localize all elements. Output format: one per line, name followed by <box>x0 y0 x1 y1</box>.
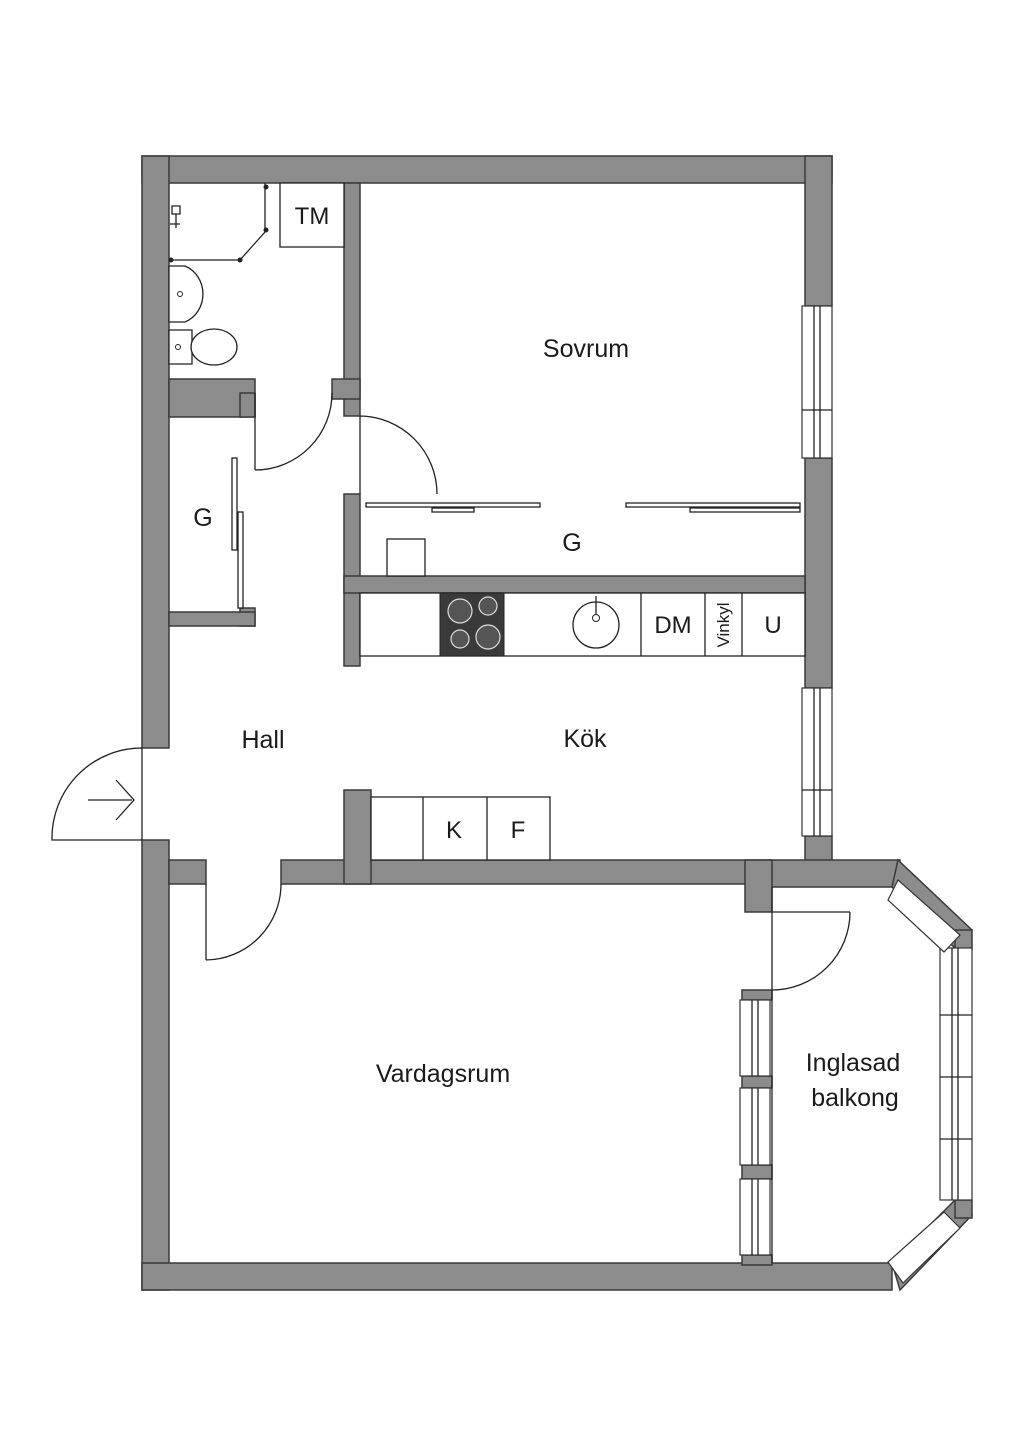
wall-hall-bottom-left <box>168 859 207 885</box>
window-kitchen <box>801 687 833 837</box>
wall-living-balcony-a <box>741 989 773 1001</box>
balcony-door <box>771 911 851 991</box>
wall-left-upper <box>141 155 170 749</box>
wall-right-2 <box>804 457 833 689</box>
bedroom-wardrobe: G <box>365 502 801 577</box>
tm-label: TM <box>295 203 330 230</box>
wall-top <box>141 155 833 184</box>
room-balkong-line1: Inglasad <box>806 1049 901 1077</box>
window-living-3 <box>739 1178 771 1256</box>
wall-wardrobe-bottom <box>343 575 806 594</box>
wall-living-balcony-b <box>741 1075 773 1089</box>
wall-bath-stub-right <box>331 378 361 400</box>
room-vardagsrum: Vardagsrum <box>376 1060 510 1088</box>
doors <box>51 392 851 1263</box>
wall-bottom <box>141 1262 893 1291</box>
wall-left-lower <box>141 839 170 1291</box>
bathroom-door <box>254 392 333 471</box>
washbasin <box>168 265 204 323</box>
entry-arrow-icon <box>88 779 135 821</box>
room-hall: Hall <box>241 726 284 754</box>
f-label: F <box>511 817 526 844</box>
burner-icon <box>447 598 473 624</box>
burner-icon <box>450 629 470 649</box>
kitchen-lower-units: K F <box>370 796 551 861</box>
k-label: K <box>446 817 462 844</box>
wall-right-1 <box>804 155 833 307</box>
hall-wardrobe-label: G <box>193 504 212 532</box>
room-labels: Sovrum Hall Kök Vardagsrum Inglasad balk… <box>241 335 900 1112</box>
wall-living-balcony-d <box>741 1254 773 1266</box>
tm-box <box>279 182 345 248</box>
wall-bath-bottom-stub <box>239 392 256 418</box>
shower-screen <box>169 183 266 261</box>
wall-kitchen-stub <box>343 789 372 885</box>
wall-balcony-top <box>769 859 901 888</box>
window-balcony-right <box>939 947 973 1201</box>
bedroom-wardrobe-label: G <box>562 529 581 557</box>
hall-wardrobe: G <box>193 457 244 609</box>
wall-living-balcony-top <box>744 859 773 913</box>
wall-balcony-right-b <box>954 1199 973 1219</box>
burner-icon <box>475 624 501 650</box>
room-sovrum: Sovrum <box>543 335 629 363</box>
window-balcony-bottom <box>887 1211 961 1284</box>
wall-bath-partition <box>343 182 361 417</box>
vinkyl-label: Vinkyl <box>714 602 733 647</box>
bedroom-wardrobe-box <box>386 538 426 577</box>
bedroom-door <box>359 415 438 495</box>
window-bedroom <box>801 305 833 459</box>
kitchen-counter: DM Vinkyl U <box>359 592 806 657</box>
window-balcony-top <box>887 879 961 953</box>
living-room-door <box>205 883 282 961</box>
u-label: U <box>764 612 781 639</box>
wall-closet-bottom <box>168 611 256 627</box>
entry-door <box>51 747 143 841</box>
window-living-2 <box>739 1087 771 1166</box>
dm-label: DM <box>654 612 691 639</box>
bathroom: TM <box>168 182 345 366</box>
windows <box>739 305 973 1284</box>
walls <box>141 155 974 1292</box>
window-living-1 <box>739 999 771 1077</box>
shower-head-icon <box>170 205 181 228</box>
burner-icon <box>478 596 498 616</box>
room-kok: Kök <box>563 725 607 753</box>
room-balkong-line2: balkong <box>811 1084 899 1112</box>
wall-living-balcony-c <box>741 1164 773 1180</box>
